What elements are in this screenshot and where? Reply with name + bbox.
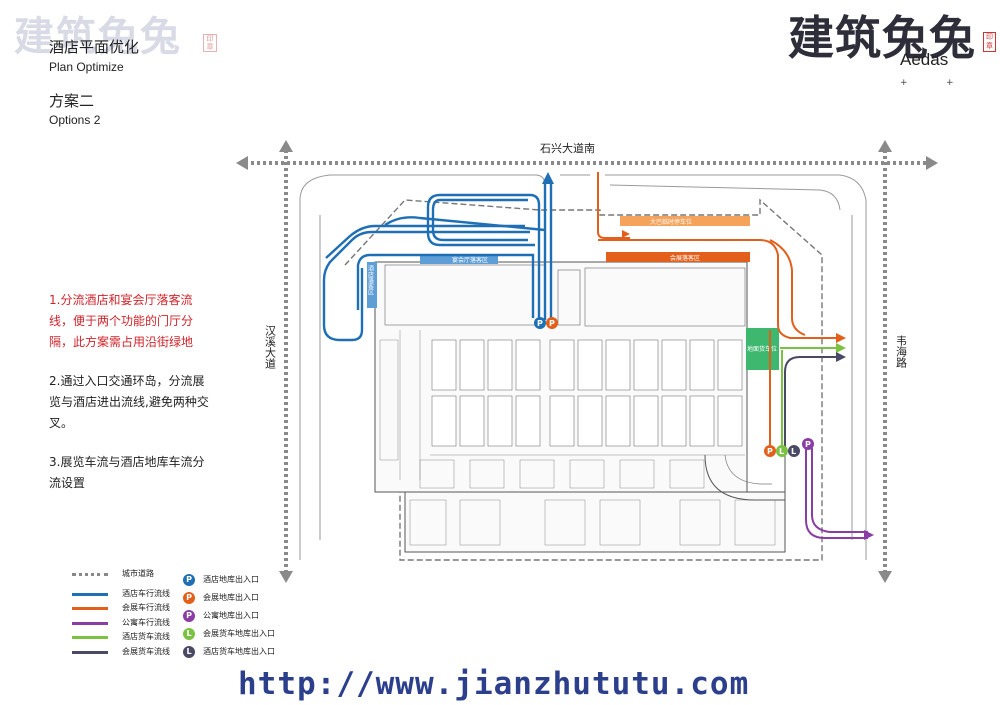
seal-stamp-right: 印章 <box>983 32 996 52</box>
svg-text:P: P <box>805 440 811 449</box>
hotel-truck-flow <box>780 347 840 450</box>
expo-vehicle-flow <box>597 172 840 450</box>
road-label-east: 韦海路 <box>895 335 908 369</box>
watermark-logo-left: 建筑兔兔 <box>14 14 182 60</box>
arrow-right-icon <box>836 333 846 343</box>
arrow-up-icon <box>279 140 293 152</box>
arrow-right-icon <box>926 156 938 170</box>
option-title-en: Options 2 <box>49 113 101 127</box>
banquet-drop-label: 宴会厅落客区 <box>452 256 488 264</box>
legend-swatch-hotel-truck <box>72 636 108 639</box>
arrow-right-icon <box>622 230 630 238</box>
bus-parking-label: 大巴临时停车位 <box>650 218 692 226</box>
hotel-parking-badge <box>534 317 546 329</box>
note-2: 2.通过入口交通环岛，分流展览与酒店进出流线,避免两种交叉。 <box>49 374 209 430</box>
plus-mark: + <box>946 78 954 88</box>
expo-drop-zone <box>606 252 750 262</box>
plus-mark: + <box>900 78 908 88</box>
curb-line <box>605 174 867 560</box>
legend-label: 城市道路 <box>122 569 154 578</box>
arrow-up-icon <box>878 140 892 152</box>
legend-label: 酒店地库出入口 <box>203 575 259 584</box>
expo-drop-label: 会展落客区 <box>670 254 700 262</box>
legend-label: 会展货车流线 <box>122 647 170 656</box>
loading-zone-label: 地面货车位 <box>747 345 777 353</box>
loading-icon: L <box>183 628 195 640</box>
legend-swatch-city-road <box>72 573 108 576</box>
legend-label: 会展车行流线 <box>122 603 170 612</box>
arrow-up-icon <box>542 172 554 184</box>
svg-text:P: P <box>549 319 555 328</box>
arrow-right-icon <box>836 352 846 362</box>
legend-label: 公寓车行流线 <box>122 618 170 627</box>
svg-text:L: L <box>791 447 796 456</box>
site-boundary <box>344 198 823 561</box>
option-title-cn: 方案二 <box>49 92 95 110</box>
site-url: http://www.jianzhututu.com <box>238 666 750 702</box>
watermark-logo-right: 建筑兔兔 <box>788 11 976 65</box>
bus-parking-zone <box>620 216 750 226</box>
legend-swatch-apartment <box>72 622 108 625</box>
legend-swatch-expo-truck <box>72 651 108 654</box>
legend-label: 酒店车行流线 <box>122 589 170 598</box>
plan-badges: P P P L L P <box>534 317 814 457</box>
loading-icon: L <box>183 646 195 658</box>
expo-truck-flow <box>784 356 840 450</box>
curb-line <box>299 174 546 201</box>
note-3: 3.展览车流与酒店地库车流分流设置 <box>49 455 205 490</box>
page-title-cn: 酒店平面优化 <box>49 38 140 56</box>
hotel-drop-label: 酒店落客区 <box>367 264 374 295</box>
expo-parking-badge <box>546 317 558 329</box>
banquet-drop-zone <box>420 255 498 264</box>
exhibition-halls <box>431 339 743 447</box>
loading-zone <box>746 328 779 370</box>
hotel-vehicle-flow <box>322 180 553 342</box>
legend-swatch-hotel <box>72 593 108 596</box>
arrow-down-icon <box>279 571 293 583</box>
road-label-north: 石兴大道南 <box>540 141 595 155</box>
roundabout <box>704 454 786 501</box>
apartment-vehicle-flow <box>805 448 868 539</box>
parking-icon: P <box>183 592 195 604</box>
loading-badge <box>788 445 800 457</box>
arrow-right-icon <box>836 343 846 353</box>
arrow-left-icon <box>236 156 248 170</box>
legend: 城市道路 酒店车行流线 会展车行流线 公寓车行流线 酒店货车流线 会展货车流线 … <box>70 566 290 666</box>
parking-icon: P <box>183 610 195 622</box>
parking-icon: P <box>183 574 195 586</box>
arrow-down-icon <box>878 571 892 583</box>
legend-swatch-expo <box>72 607 108 610</box>
legend-label: 酒店货车流线 <box>122 632 170 641</box>
tower-block <box>404 491 786 553</box>
curb-line <box>609 184 841 211</box>
apartment-parking-badge <box>802 438 814 450</box>
arrow-right-icon <box>864 530 874 540</box>
seal-stamp-left: 印章 <box>203 34 217 52</box>
legend-label: 会展地库出入口 <box>203 593 259 602</box>
loading-badge <box>776 445 788 457</box>
legend-label: 公寓地库出入口 <box>203 611 259 620</box>
page-title-en: Plan Optimize <box>49 60 124 74</box>
note-1: 1.分流酒店和宴会厅落客流线，便于两个功能的门厅分隔，此方案需占用沿街绿地 <box>49 293 194 349</box>
expo-parking-badge <box>764 445 776 457</box>
svg-text:P: P <box>537 319 543 328</box>
legend-label: 会展货车地库出入口 <box>203 629 275 638</box>
firm-name: Aedas <box>900 50 949 69</box>
svg-text:L: L <box>779 447 784 456</box>
road-label-west: 汉溪大道 <box>264 325 277 369</box>
svg-text:P: P <box>767 447 773 456</box>
hotel-drop-zone <box>367 262 377 308</box>
legend-label: 酒店货车地库出入口 <box>203 647 275 656</box>
